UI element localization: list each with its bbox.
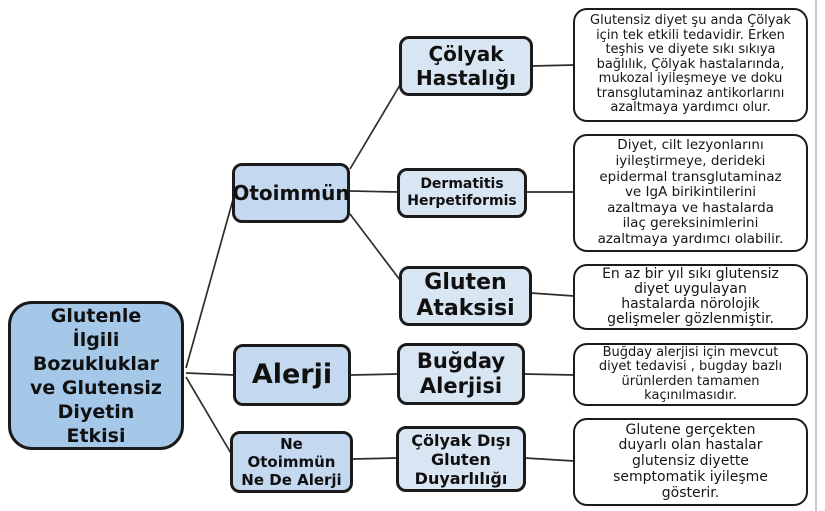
condition-node-gluten-ataksisi: Gluten Ataksisi [399,266,532,326]
branch-label: Alerji [251,359,333,390]
condition-node-dermatitis-herpetiformis: Dermatitis Herpetiformis [397,168,527,218]
description-text: Glutensiz diyet şu anda Çölyak için tek … [590,12,791,116]
description-text: Buğday alerjisi için mevcut diyet tedavi… [598,345,783,403]
root-node-label: Glutenle İlgili Bozukluklar ve Glutensiz… [30,304,162,447]
branch-node-alerji: Alerji [233,344,351,406]
link-colyakdisi-desc [524,457,575,462]
description-text: Diyet, cilt lezyonlarını iyileştirmeye, … [597,137,784,247]
link-otoimmun-dermatitis [349,190,399,193]
description-box-bugday-alerjisi: Buğday alerjisi için mevcut diyet tedavi… [573,343,808,406]
condition-node-colyak-disi-gluten-duyarliligi: Çölyak Dışı Gluten Duyarlılığı [396,426,526,492]
link-colyak-desc [531,64,575,67]
link-root-alerji [185,372,235,376]
description-box-dermatitis-herpetiformis: Diyet, cilt lezyonlarını iyileştirmeye, … [573,134,808,252]
link-neotoimmun-colyakdisi [352,457,398,460]
condition-label: Dermatitis Herpetiformis [407,176,517,209]
link-root-ne-otoimmun [185,376,233,456]
condition-node-colyak-hastaligi: Çölyak Hastalığı [399,36,533,96]
screenshot-edge-artifact [815,0,817,511]
description-box-gluten-ataksisi: En az bir yıl sıkı glutensiz diyet uygul… [573,264,808,330]
condition-label: Gluten Ataksisi [416,270,515,321]
condition-label: Buğday Alerjisi [416,349,506,398]
condition-node-bugday-alerjisi: Buğday Alerjisi [397,343,525,405]
link-otoimmun-ataksi [349,213,401,281]
description-box-colyak-disi-gluten-duyarliligi: Glutene gerçekten duyarlı olan hastalar … [573,418,808,506]
condition-label: Çölyak Hastalığı [415,42,517,90]
description-text: En az bir yıl sıkı glutensiz diyet uygul… [602,265,779,328]
root-node: Glutenle İlgili Bozukluklar ve Glutensiz… [8,301,184,450]
link-root-otoimmun [185,195,235,369]
description-text: Glutene gerçekten duyarlı olan hastalar … [613,421,768,501]
branch-node-ne-otoimmun-ne-de-alerji: Ne Otoimmün Ne De Alerji [230,431,353,493]
link-alerji-bugday [350,373,399,376]
branch-label: Ne Otoimmün Ne De Alerji [241,435,342,489]
link-ataksi-desc [530,292,575,297]
description-box-colyak-hastaligi: Glutensiz diyet şu anda Çölyak için tek … [573,8,808,122]
branch-node-otoimmun: Otoimmün [232,163,350,223]
condition-label: Çölyak Dışı Gluten Duyarlılığı [411,430,511,488]
link-bugday-desc [523,373,575,376]
branch-label: Otoimmün [232,181,350,205]
link-otoimmun-colyak [349,84,401,170]
